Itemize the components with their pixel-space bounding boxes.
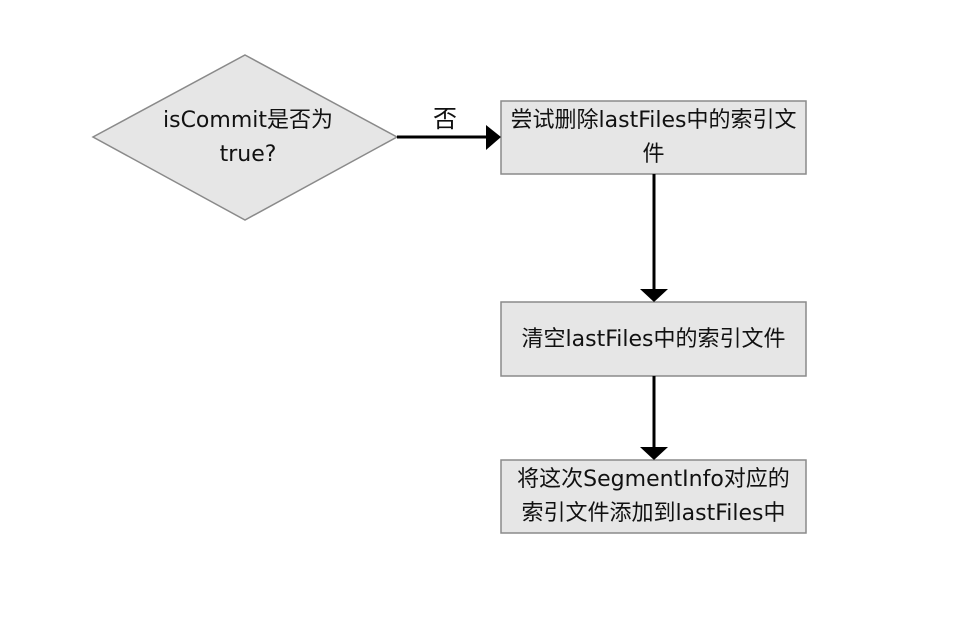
arrowhead-step1 — [486, 125, 501, 150]
process-box-3 — [500, 459, 807, 534]
arrowhead-step3 — [640, 447, 668, 460]
edge-label-no: 否 — [433, 105, 457, 133]
arrowhead-step2 — [640, 289, 668, 302]
process-box-2 — [500, 301, 807, 377]
decision-diamond — [91, 54, 399, 221]
step1-label: 尝试删除lastFiles中的索引文件 — [510, 108, 797, 167]
process-box-1 — [500, 100, 807, 175]
step3-label: 将这次SegmentInfo对应的索引文件添加到lastFiles中 — [517, 467, 790, 526]
step2-label: 清空lastFiles中的索引文件 — [521, 327, 786, 352]
decision-label: isCommit是否为true? — [163, 108, 333, 167]
